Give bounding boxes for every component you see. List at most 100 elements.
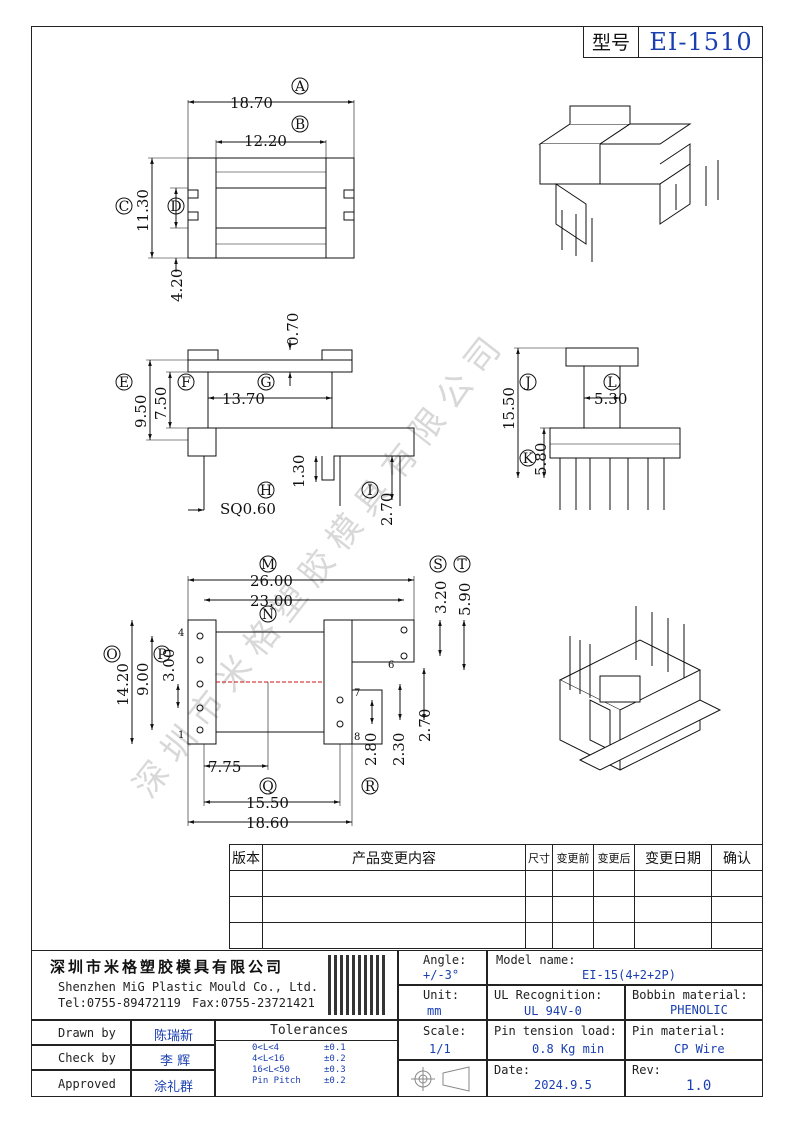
model-name-label: Model name: [496, 953, 576, 967]
revision-row [229, 896, 763, 923]
pin-label-7: 7 [354, 688, 360, 699]
dim-o: 14.20 [114, 663, 132, 706]
dim-270: 2.70 [416, 709, 434, 742]
pin-material-cell: Pin material: CP Wire [625, 1020, 763, 1060]
dim-top: 0.70 [284, 313, 302, 346]
date-value: 2024.9.5 [534, 1078, 592, 1092]
tolerance-values: ±0.1 ±0.2 ±0.3 ±0.2 [324, 1043, 346, 1087]
drawn-value-cell: 陈瑞新 [131, 1020, 215, 1045]
date-label: Date: [494, 1063, 531, 1077]
letter-j: J [523, 375, 531, 391]
dim-r: 18.60 [246, 814, 289, 832]
company-fax: Fax:0755-23721421 [192, 996, 315, 1010]
letter-e: E [119, 375, 129, 391]
drawn-value: 陈瑞新 [154, 1029, 194, 1044]
unit-value: mm [427, 1004, 442, 1018]
revision-table: 版本 产品变更内容 尺寸 变更前 变更后 变更日期 确认 [229, 844, 763, 949]
dim-280: 2.80 [362, 733, 380, 766]
tol-range-2: 16<L<50 [252, 1065, 290, 1075]
angle-cell: Angle: +/-3° [398, 950, 487, 985]
tol-value-2: ±0.3 [324, 1065, 346, 1075]
pin-tension-cell: Pin tension load: 0.8 Kg min [487, 1020, 625, 1060]
letter-m: M [261, 557, 275, 573]
rev-header-size: 尺寸 [525, 844, 553, 871]
bobbin-value: PHENOLIC [670, 1003, 728, 1017]
dim-g: 13.70 [222, 390, 265, 408]
pin-label-4: 4 [178, 628, 184, 639]
letter-r: R [365, 779, 376, 795]
pin-tension-label: Pin tension load: [494, 1024, 617, 1038]
model-value: EI-1510 [649, 27, 753, 56]
ul-value: UL 94V-0 [524, 1004, 582, 1018]
projection-symbol-icon [411, 1066, 470, 1092]
dim-i: 2.70 [378, 493, 396, 526]
angle-label: Angle: [423, 953, 467, 967]
dim-t: 5.90 [456, 583, 474, 616]
drawn-label: Drawn by [58, 1026, 116, 1040]
rev-header-date: 变更日期 [634, 844, 712, 871]
qr-code-icon [328, 955, 388, 1015]
dim-s: 3.20 [432, 581, 450, 614]
model-name-cell: Model name: EI-15(4+2+2P) [487, 950, 763, 985]
rev-header-version: 版本 [229, 844, 263, 871]
dim-n: 23.00 [250, 592, 293, 610]
dim-a: 18.70 [230, 94, 273, 112]
pin-label-1: 1 [178, 730, 184, 741]
model-label: 型号 [584, 26, 639, 57]
bobbin-cell: Bobbin material: PHENOLIC [625, 985, 763, 1020]
letter-b: B [295, 117, 305, 133]
bottom-view [130, 576, 466, 826]
company-tel: Tel:0755-89472119 [58, 996, 181, 1010]
dim-775: 7.75 [208, 758, 241, 776]
approved-value: 涂礼群 [154, 1080, 194, 1095]
letter-d: D [170, 199, 181, 215]
tolerances-cell: Tolerances 0<L<4 4<L<16 16<L<50 Pin Pitc… [215, 1020, 398, 1097]
revision-header-row: 版本 产品变更内容 尺寸 变更前 变更后 变更日期 确认 [229, 844, 763, 871]
scale-label: Scale: [423, 1024, 467, 1038]
letter-l: L [607, 375, 616, 391]
rev-label: Rev: [632, 1063, 661, 1077]
tol-value-3: ±0.2 [324, 1076, 346, 1086]
letter-n: N [262, 607, 274, 623]
letter-s: S [433, 557, 443, 573]
title-block: 深圳市米格塑胶模具有限公司 Shenzhen MiG Plastic Mould… [31, 950, 763, 1097]
letter-g: G [260, 375, 271, 391]
rev-header-confirm: 确认 [711, 844, 763, 871]
date-cell: Date: 2024.9.5 [487, 1060, 625, 1097]
revision-row [229, 870, 763, 897]
unit-label: Unit: [423, 988, 460, 1002]
letter-i: I [367, 483, 373, 499]
check-value-cell: 李 辉 [131, 1045, 215, 1070]
tolerances-label: Tolerances [270, 1023, 349, 1038]
approved-label-cell: Approved [31, 1070, 131, 1097]
letter-k: K [523, 451, 534, 467]
iso-view-bottom [558, 606, 722, 771]
pin-tension-value: 0.8 Kg min [532, 1042, 605, 1056]
dim-h: SQ0.60 [220, 500, 276, 518]
letter-h: H [260, 483, 272, 499]
dim-q: 15.50 [246, 794, 289, 812]
ul-label: UL Recognition: [494, 988, 603, 1002]
tol-value-0: ±0.1 [324, 1043, 346, 1053]
letter-o: O [106, 647, 117, 663]
dim-230: 2.30 [390, 733, 408, 766]
pin-material-label: Pin material: [632, 1024, 726, 1038]
pin-label-8: 8 [354, 732, 360, 743]
dim-d: 4.20 [168, 269, 186, 302]
rev-value: 1.0 [686, 1078, 712, 1094]
tolerance-ranges: 0<L<4 4<L<16 16<L<50 Pin Pitch [252, 1043, 301, 1087]
check-label: Check by [58, 1051, 116, 1065]
dim-l: 5.30 [594, 390, 627, 408]
rev-header-before: 变更前 [552, 844, 594, 871]
dim-j: 15.50 [500, 387, 518, 430]
dim-f: 7.50 [152, 387, 170, 420]
unit-cell: Unit: mm [398, 985, 487, 1020]
company-name-cn: 深圳市米格塑胶模具有限公司 [50, 958, 285, 976]
pin-material-value: CP Wire [674, 1042, 725, 1056]
top-view [148, 100, 355, 272]
letter-q: Q [262, 779, 273, 795]
revision-row [229, 922, 763, 949]
dim-300: 3.00 [160, 649, 178, 682]
rev-cell: Rev: 1.0 [625, 1060, 763, 1097]
letter-c: C [119, 199, 130, 215]
